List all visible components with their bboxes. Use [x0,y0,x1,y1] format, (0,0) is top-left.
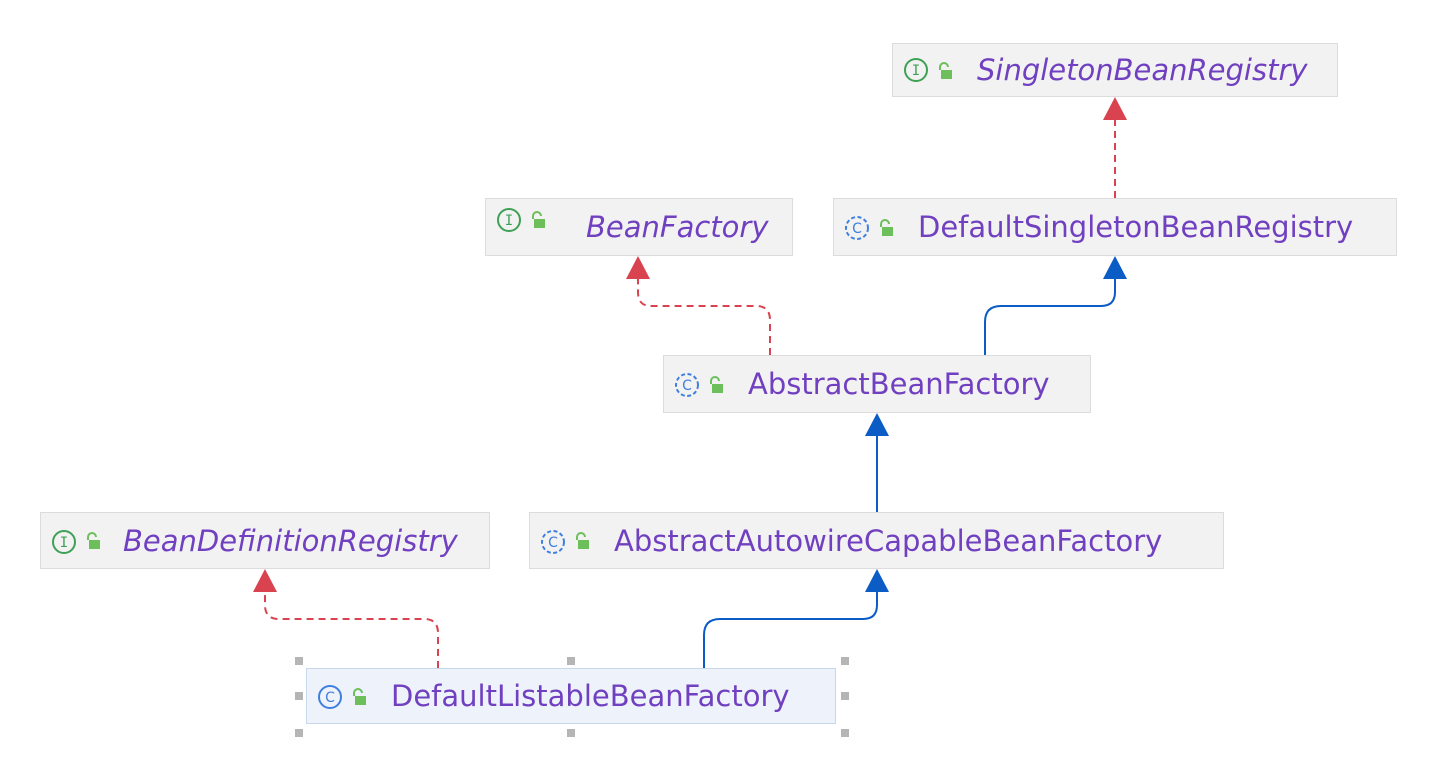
interface-icon: I [52,530,76,554]
interface-icon: I [904,58,928,82]
arrowhead-implements [1103,97,1127,120]
public-lock-icon [710,376,723,393]
arrowhead-extends [865,413,889,436]
arrowhead-implements [253,569,277,592]
svg-text:I: I [912,63,920,79]
node-label: DefaultListableBeanFactory [391,679,790,713]
node-singleton-bean-registry[interactable]: I SingletonBeanRegistry [892,43,1338,97]
class-icon: C [845,216,869,240]
node-label: AbstractAutowireCapableBeanFactory [614,523,1163,558]
arrowhead-extends [1103,256,1127,279]
node-bean-definition-registry[interactable]: I BeanDefinitionRegistry [40,512,490,569]
node-bean-factory[interactable]: I BeanFactory [485,198,793,256]
public-lock-icon [576,532,589,549]
svg-text:C: C [682,378,692,394]
node-label: SingletonBeanRegistry [977,53,1308,87]
selection-handle-bottom-center[interactable] [567,729,575,737]
edge-implements-bean-definition-registry [264,590,439,668]
arrowhead-extends [865,569,889,592]
class-icon: C [318,685,342,709]
interface-icon: I [497,208,521,232]
node-label: DefaultSingletonBeanRegistry [918,210,1354,244]
svg-text:C: C [325,690,335,706]
public-lock-icon [880,219,893,236]
public-lock-icon [939,62,952,79]
node-abstract-autowire-capable-bean-factory[interactable]: C AbstractAutowireCapableBeanFactory [529,512,1224,569]
arrowhead-implements [626,256,650,279]
public-lock-icon [87,532,100,549]
selection-handle-top-left[interactable] [295,657,303,665]
svg-text:C: C [852,221,862,237]
node-label: AbstractBeanFactory [748,367,1050,401]
selection-handle-top-center[interactable] [567,657,575,665]
selection-handle-middle-left[interactable] [295,692,303,700]
selection-handle-bottom-left[interactable] [295,729,303,737]
node-default-singleton-bean-registry[interactable]: C DefaultSingletonBeanRegistry [833,198,1397,256]
public-lock-icon [532,211,545,228]
selection-handle-top-right[interactable] [841,657,849,665]
selection-handle-middle-right[interactable] [841,692,849,700]
selection-handle-bottom-right[interactable] [841,729,849,737]
svg-text:I: I [505,213,513,229]
svg-text:C: C [548,535,558,551]
node-label: BeanDefinitionRegistry [123,523,458,558]
abstract-class-icon: C [675,373,699,397]
node-default-listable-bean-factory[interactable]: C DefaultListableBeanFactory [306,668,836,724]
node-abstract-bean-factory[interactable]: C AbstractBeanFactory [663,355,1091,413]
edge-extends-abstract-autowire [703,590,878,668]
edge-extends-default-singleton-registry [984,278,1116,355]
public-lock-icon [353,688,366,705]
edge-implements-bean-factory [637,278,771,355]
abstract-class-icon: C [541,530,565,554]
svg-text:I: I [60,535,68,551]
node-label: BeanFactory [586,210,769,244]
